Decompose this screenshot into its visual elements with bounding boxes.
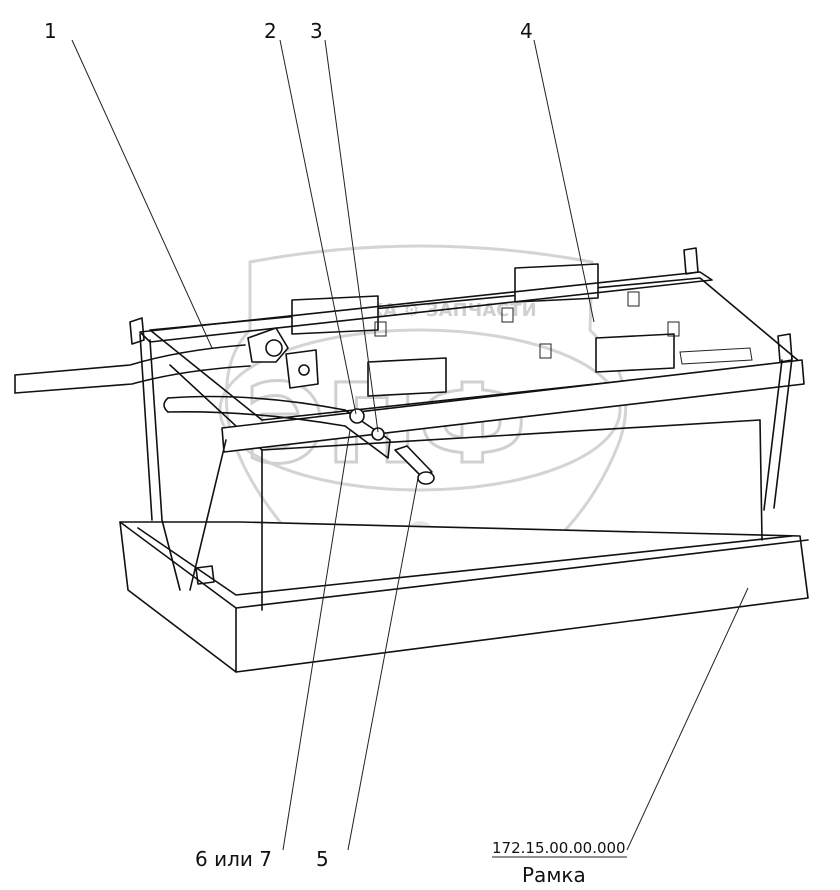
drawing-name: Рамка bbox=[522, 863, 586, 887]
callout-3: 3 bbox=[310, 19, 323, 43]
callout-4: 4 bbox=[520, 19, 533, 43]
terminal-clamp bbox=[247, 327, 319, 389]
leader-lines bbox=[71, 39, 749, 858]
clamp-frame bbox=[129, 247, 805, 591]
callout-labels: 1 2 3 4 6 или 7 5 172.15.00.00.000 Рамка bbox=[44, 19, 626, 887]
callout-2: 2 bbox=[264, 19, 277, 43]
callout-6-or-7: 6 или 7 bbox=[195, 847, 272, 871]
tray bbox=[119, 521, 809, 673]
callout-1: 1 bbox=[44, 19, 57, 43]
jumper-rod bbox=[163, 395, 435, 485]
callout-5: 5 bbox=[316, 847, 329, 871]
drawing-code: 172.15.00.00.000 bbox=[492, 839, 626, 857]
battery-cable bbox=[14, 344, 251, 394]
